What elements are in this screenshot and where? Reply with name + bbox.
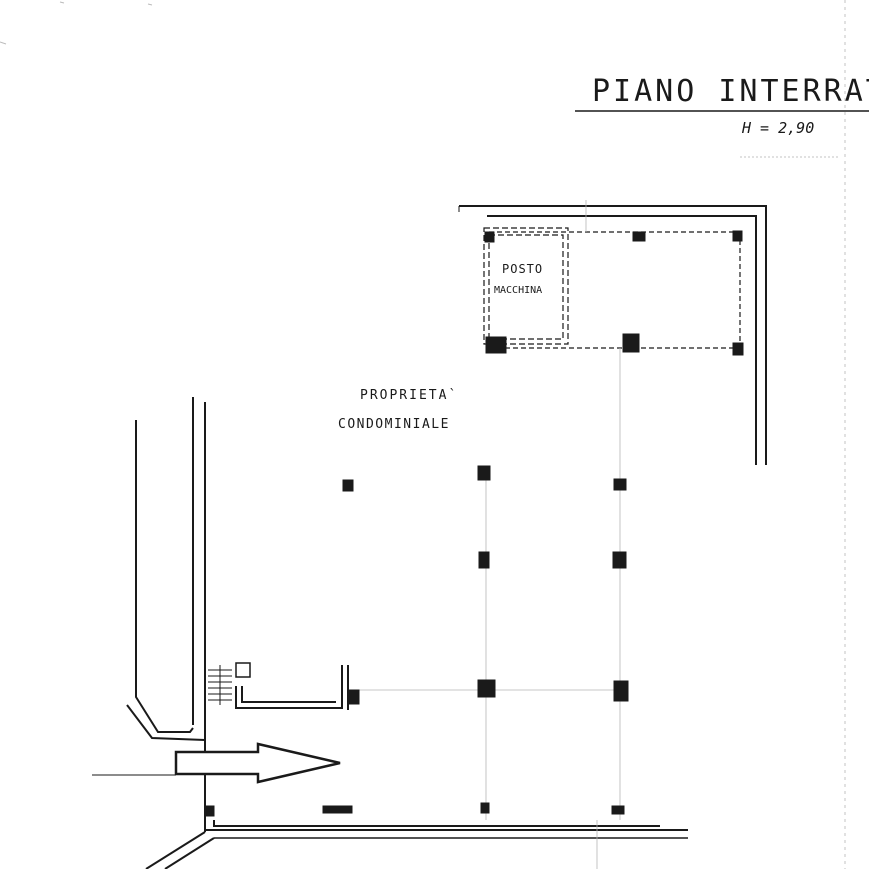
column xyxy=(613,680,629,702)
column xyxy=(613,478,627,491)
parking-space-posto-macchina xyxy=(483,227,569,345)
column xyxy=(485,336,507,354)
column xyxy=(480,802,490,814)
stair-hatch xyxy=(208,665,232,705)
columns xyxy=(204,230,744,817)
column xyxy=(348,689,360,705)
wall-south xyxy=(145,818,688,869)
internal-partition xyxy=(235,662,349,710)
column xyxy=(632,231,646,242)
column xyxy=(477,679,496,698)
column xyxy=(732,230,743,242)
column xyxy=(732,342,744,356)
wall-north-east xyxy=(458,205,767,465)
column xyxy=(478,551,490,569)
parking-label-macchina: MACCHINA xyxy=(494,285,543,296)
scan-artifact xyxy=(0,1,153,45)
column xyxy=(612,551,627,569)
parking-area-outline xyxy=(489,231,741,349)
floor-height-label: H = 2,90 xyxy=(742,119,815,137)
floor-title: PIANO INTERRAT xyxy=(592,74,869,109)
area-label-proprieta: PROPRIETA` xyxy=(360,388,459,403)
area-label-condominiale: CONDOMINIALE xyxy=(338,417,450,432)
parking-label-posto: POSTO xyxy=(502,262,544,276)
entrance-arrow-icon xyxy=(92,742,341,784)
column xyxy=(622,333,640,353)
column xyxy=(342,479,354,492)
column xyxy=(611,805,625,815)
title-underline xyxy=(575,110,869,158)
column xyxy=(204,805,215,817)
column xyxy=(322,805,353,814)
column xyxy=(477,465,491,481)
column xyxy=(484,231,495,243)
